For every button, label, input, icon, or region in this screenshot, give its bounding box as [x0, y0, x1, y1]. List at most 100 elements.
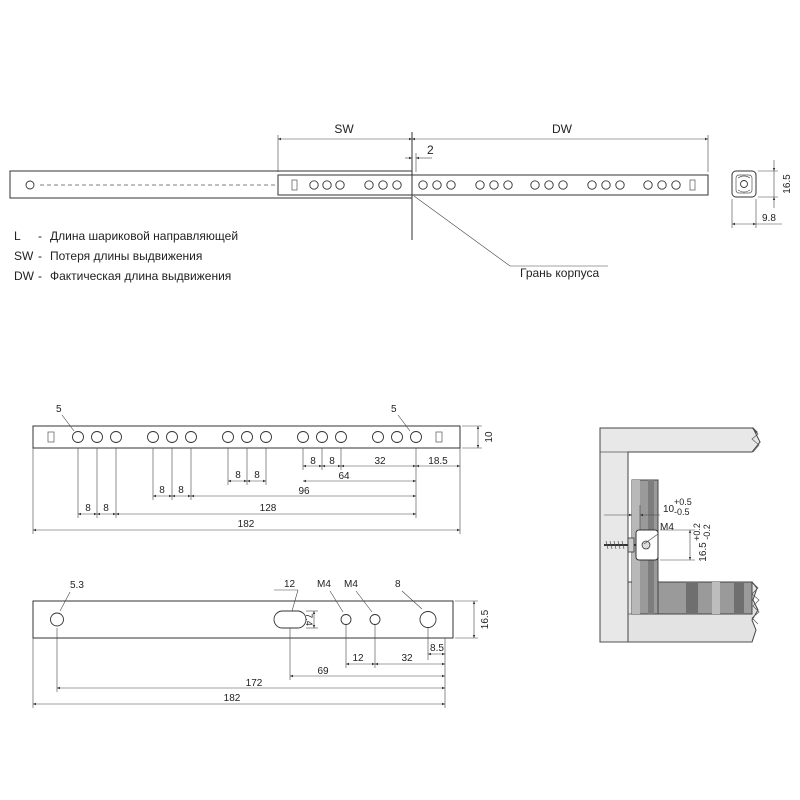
rail-top-dim-64: 64	[338, 471, 350, 482]
legend: L - Длина шариковой направляющей SW - По…	[14, 229, 238, 283]
mounting-hole	[147, 431, 159, 443]
mounting-hole	[316, 431, 328, 443]
sw-label: SW	[334, 122, 354, 136]
mounting-hole	[322, 180, 332, 190]
section-height-tol-plus: +0.2	[692, 523, 702, 541]
mounting-hole	[378, 180, 388, 190]
rail-bottom-body	[32, 600, 454, 639]
mount-hole-5-3	[50, 612, 64, 627]
mounting-hole	[364, 180, 374, 190]
rail-top-dim-18-5: 18.5	[428, 456, 448, 467]
adjustment-slot	[273, 610, 307, 629]
profile-width: 9.8	[762, 213, 776, 224]
mounting-hole	[530, 180, 540, 190]
rail-top-slot-left	[47, 431, 55, 443]
mounting-hole	[432, 180, 442, 190]
rail-top-dim-182: 182	[238, 519, 255, 530]
rail-bottom-height: 16.5	[480, 609, 491, 629]
legend-text-dw: Фактическая длина выдвижения	[50, 269, 231, 283]
mounting-hole	[110, 431, 122, 443]
mounting-hole	[166, 431, 178, 443]
rail-bottom-hole-dia-left: 5.3	[70, 580, 84, 591]
rail-top-pitch: 8	[310, 456, 316, 467]
legend-sep: -	[38, 249, 42, 263]
rail-top-holes	[72, 431, 422, 443]
mounting-hole	[335, 431, 347, 443]
profile-section: 16.5 9.8	[731, 160, 793, 228]
section-offset-tol-minus: -0.5	[674, 507, 690, 517]
section-offset: 10	[663, 504, 675, 515]
mounting-hole	[297, 431, 309, 443]
legend-text-sw: Потеря длины выдвижения	[50, 249, 202, 263]
rail-bottom-dim-182: 182	[224, 693, 241, 704]
rail-top-dim-32: 32	[374, 456, 386, 467]
rail-top-pitch: 8	[178, 485, 184, 496]
mounting-hole	[418, 180, 428, 190]
dw-label: DW	[552, 122, 573, 136]
mounting-hole	[601, 180, 611, 190]
mounting-hole	[643, 180, 653, 190]
mounting-hole	[241, 431, 253, 443]
rail-bottom-dim-69: 69	[317, 666, 329, 677]
rail-top-drawing: 5 5 10 8 8 32 18.5	[32, 404, 495, 534]
rail-top-pitch: 8	[103, 503, 109, 514]
mounting-hole	[372, 431, 384, 443]
mounting-hole	[72, 431, 84, 443]
rail-bottom-dim-32: 32	[401, 653, 413, 664]
mounting-hole	[544, 180, 554, 190]
mount-hole-8	[419, 611, 437, 628]
legend-abbr-sw: SW	[14, 249, 34, 263]
outer-rail-hole	[25, 180, 35, 190]
mounting-hole	[222, 431, 234, 443]
mounting-hole	[503, 180, 513, 190]
inner-rail-slot-right	[689, 179, 696, 191]
rail-bottom-dim-8-5: 8.5	[430, 643, 444, 654]
mounting-hole	[446, 180, 456, 190]
rail-bottom-dim-12: 12	[352, 653, 364, 664]
legend-abbr-dw: DW	[14, 269, 35, 283]
rail-bottom-slot-height: 7.4	[304, 613, 314, 626]
rail-bottom-hole-dia-right: 8	[395, 579, 401, 590]
section-screw-label: M4	[660, 522, 674, 533]
overview-drawing: SW DW 2 Грань корпуса 16.5 9.8	[9, 122, 793, 280]
mounting-hole	[91, 431, 103, 443]
legend-text-l: Длина шариковой направляющей	[50, 229, 238, 243]
rail-top-hole-dia-right: 5	[391, 404, 397, 415]
thread-hole-m4	[369, 614, 381, 625]
legend-abbr-l: L	[14, 229, 21, 243]
mounting-hole	[392, 180, 402, 190]
inner-rail-holes	[309, 180, 681, 190]
rail-bottom-thread-1: M4	[317, 579, 331, 590]
rail-top-hole-dia-left: 5	[56, 404, 62, 415]
rail-top-pitch: 8	[329, 456, 335, 467]
mounting-hole	[260, 431, 272, 443]
profile-height: 16.5	[782, 174, 793, 194]
inner-rail-slot-left	[291, 179, 298, 191]
mounting-hole	[558, 180, 568, 190]
rail-top-pitch: 8	[235, 470, 241, 481]
mounting-hole	[657, 180, 667, 190]
mounting-hole	[391, 431, 403, 443]
rail-top-pitch: 8	[254, 470, 260, 481]
cabinet-section-view: 10 +0.5 -0.5 M4 16.5 +0.2 -0.2	[599, 427, 761, 643]
mounting-hole	[671, 180, 681, 190]
section-offset-tol-plus: +0.5	[674, 497, 692, 507]
mounting-hole	[587, 180, 597, 190]
cabinet-face-label: Грань корпуса	[520, 266, 599, 280]
mounting-hole	[475, 180, 485, 190]
legend-sep: -	[38, 229, 42, 243]
mounting-hole	[185, 431, 197, 443]
rail-top-pitch: 8	[85, 503, 91, 514]
rail-bottom-slot-width: 12	[284, 579, 296, 590]
rail-bottom-drawing: 5.3 12 M4 M4 8 7.4 16.5 8.5 1	[32, 579, 491, 708]
section-height: 16.5	[698, 542, 709, 562]
rail-top-dim-128: 128	[260, 503, 277, 514]
mounting-hole	[309, 180, 319, 190]
rail-top-height: 10	[484, 431, 495, 443]
gap-dimension: 2	[427, 143, 434, 157]
rail-bottom-dim-172: 172	[246, 678, 263, 689]
cabinet-face-leader	[413, 195, 608, 267]
rail-bottom-thread-2: M4	[344, 579, 358, 590]
mounting-hole	[615, 180, 625, 190]
